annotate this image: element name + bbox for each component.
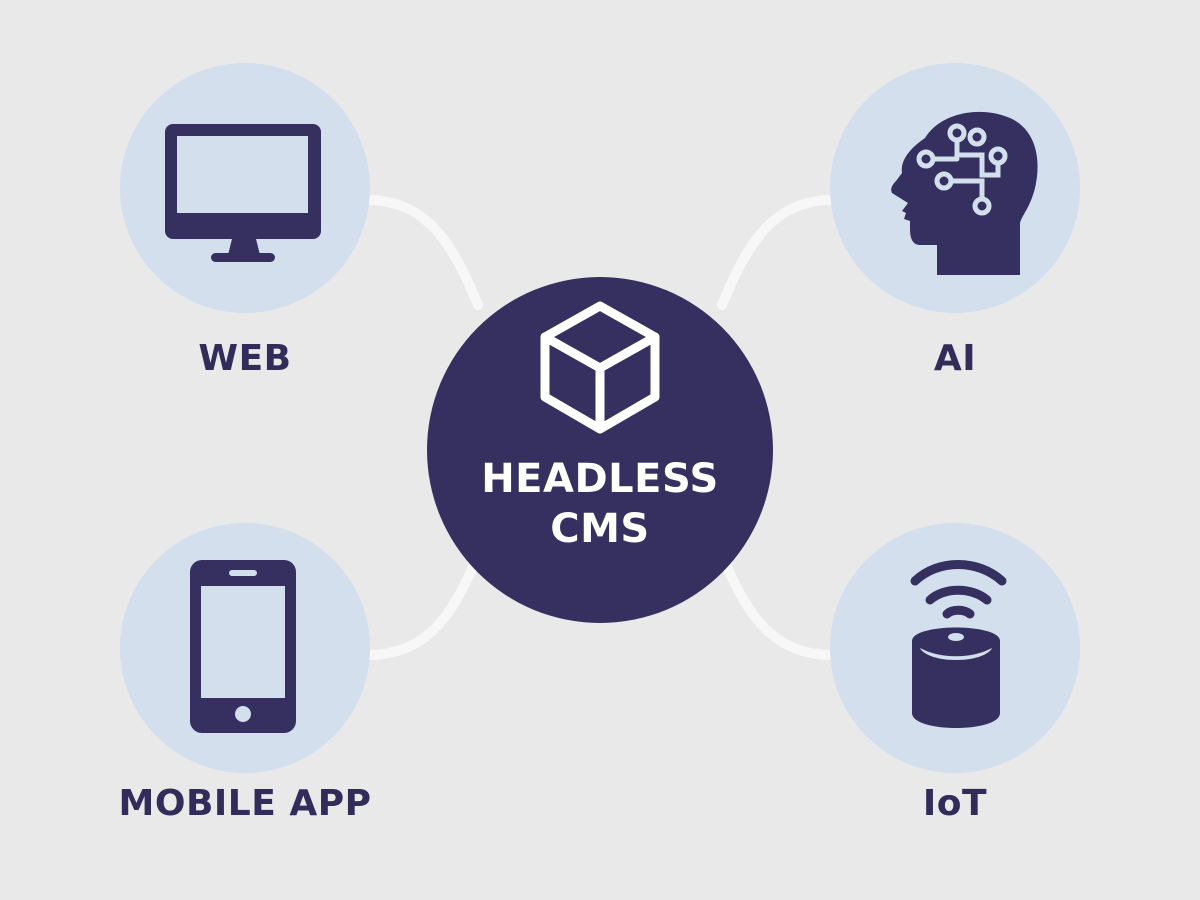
hub-title-line2: CMS — [550, 506, 650, 552]
node-ai — [830, 63, 1080, 313]
connector-web-hub — [363, 195, 483, 310]
node-mobile-app-label: MOBILE APP — [118, 783, 372, 824]
hub-headless-cms: HEADLESS CMS — [427, 277, 773, 623]
connector-ai-hub — [717, 195, 837, 310]
node-iot-label: IoT — [922, 783, 988, 824]
node-mobile-app — [120, 523, 370, 773]
cube-icon — [540, 301, 660, 434]
node-web-label: WEB — [198, 338, 292, 379]
hub-title-line1: HEADLESS — [481, 456, 719, 502]
smartphone-icon — [190, 560, 296, 733]
smart-speaker-wifi-icon — [910, 560, 1007, 728]
node-web — [120, 63, 370, 313]
node-ai-label: AI — [933, 338, 977, 379]
node-iot — [830, 523, 1080, 773]
connector-iot-hub — [717, 550, 837, 660]
head-circuit-brain-icon — [891, 111, 1038, 276]
desktop-monitor-icon — [165, 124, 321, 262]
connector-mobile-hub — [363, 550, 483, 660]
